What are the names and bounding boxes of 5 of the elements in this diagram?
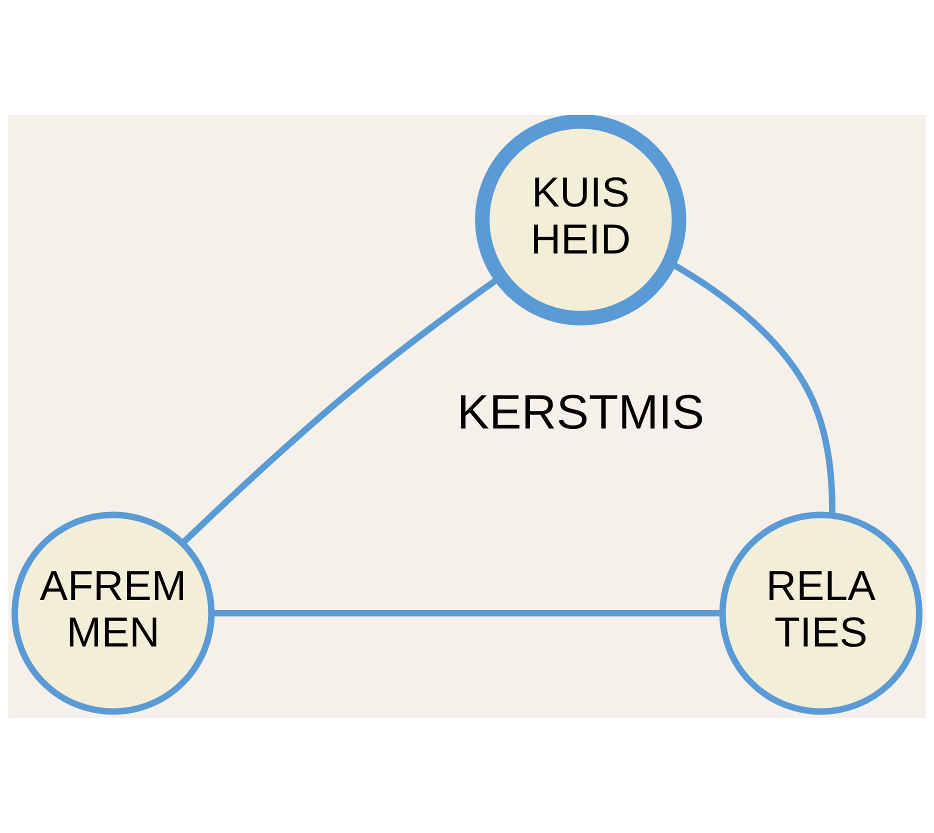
node-circle: RELA TIES: [719, 512, 922, 715]
connector: [212, 610, 722, 616]
node-circle: KUIS HEID: [475, 115, 686, 326]
label: KERSTMIS: [457, 386, 704, 440]
node-circle: AFREM MEN: [12, 512, 215, 715]
